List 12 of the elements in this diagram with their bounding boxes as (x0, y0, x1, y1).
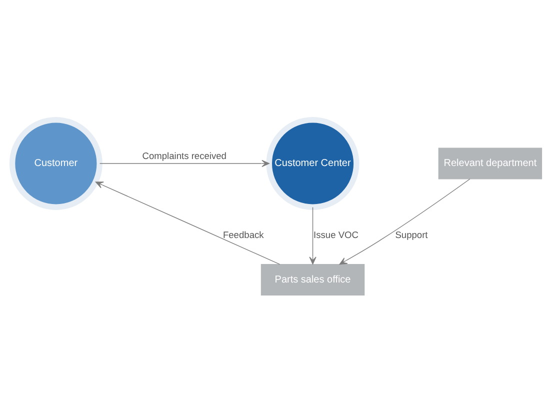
edge-label: Support (395, 230, 428, 240)
node-box: Relevant department (438, 147, 542, 179)
node-circle: Customer (9, 116, 102, 210)
edge-label: Issue VOC (314, 230, 358, 240)
arrow (339, 178, 470, 264)
edge-label: Complaints received (142, 150, 226, 160)
node-box: Parts sales office (260, 264, 365, 295)
edge-label: Feedback (222, 230, 264, 240)
node-circle: Customer Center (266, 116, 360, 210)
arrow (99, 159, 270, 167)
arrow (309, 206, 316, 264)
arrow (95, 181, 280, 264)
